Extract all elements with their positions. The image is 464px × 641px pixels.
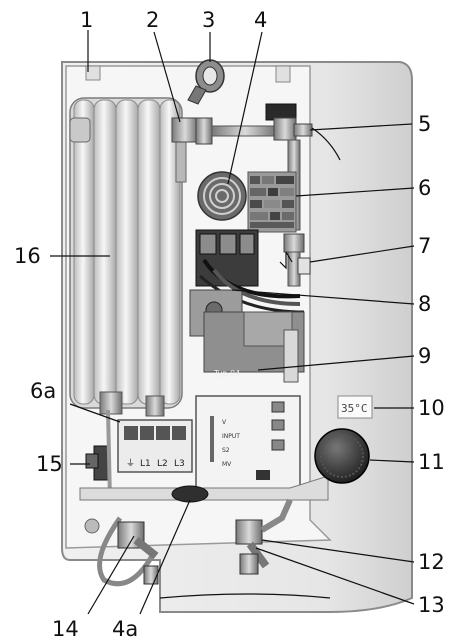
flow-sensor [279,233,311,287]
electronics-board: Typ 04 [203,311,305,383]
board-icon-mv: MV [222,461,232,468]
inlet-hose [97,516,159,587]
temperature-knob [314,428,370,484]
pressure-coil [197,171,247,221]
terminal-l2: L2 [157,459,168,469]
heating-element [69,97,187,417]
label-4a: 4a [112,617,138,641]
callout-labels: 1 2 3 4 5 6 7 8 9 10 11 12 13 6a 15 16 1… [14,8,445,641]
label-7: 7 [418,234,431,258]
label-5: 5 [418,112,431,136]
control-unit: V INPUT S2 MV [195,395,301,493]
label-9: 9 [418,344,431,368]
mounting-hole [84,518,100,534]
label-6: 6 [418,176,431,200]
board-icon-input: INPUT [222,433,240,440]
inlet-fitting [171,117,279,145]
bottom-plate [79,475,329,501]
terminal-ground: ⏚ [126,458,135,469]
temperature-readout: 35°C [341,402,368,415]
label-11: 11 [418,450,445,474]
temperature-display: 35°C [337,395,373,419]
label-15: 15 [36,452,63,476]
leader-lines [50,30,415,615]
label-16: 16 [14,244,41,268]
rating-label-plate [247,171,297,233]
label-4: 4 [254,8,267,32]
terminal-l3: L3 [174,459,185,469]
strain-relief [85,445,111,481]
label-13: 13 [418,593,445,617]
label-1: 1 [80,8,93,32]
cable-entry-opening [171,485,209,503]
terminal-l1: L1 [140,459,151,469]
label-3: 3 [202,8,215,32]
board-icon-s2: S2 [222,447,230,454]
board-icon-v: V [222,419,227,426]
label-2: 2 [146,8,159,32]
mains-terminal: ⏚ L1 L2 L3 [117,419,193,473]
label-12: 12 [418,550,445,574]
type-label: Typ 04 [213,369,240,378]
top-clip-right [275,65,291,83]
top-clip-left [85,65,101,81]
label-8: 8 [418,292,431,316]
water-connection-outlet [235,498,293,575]
label-10: 10 [418,396,445,420]
label-14: 14 [52,617,79,641]
fitting-key [187,59,225,105]
outlet-valve [265,103,341,231]
label-6a: 6a [30,379,56,403]
